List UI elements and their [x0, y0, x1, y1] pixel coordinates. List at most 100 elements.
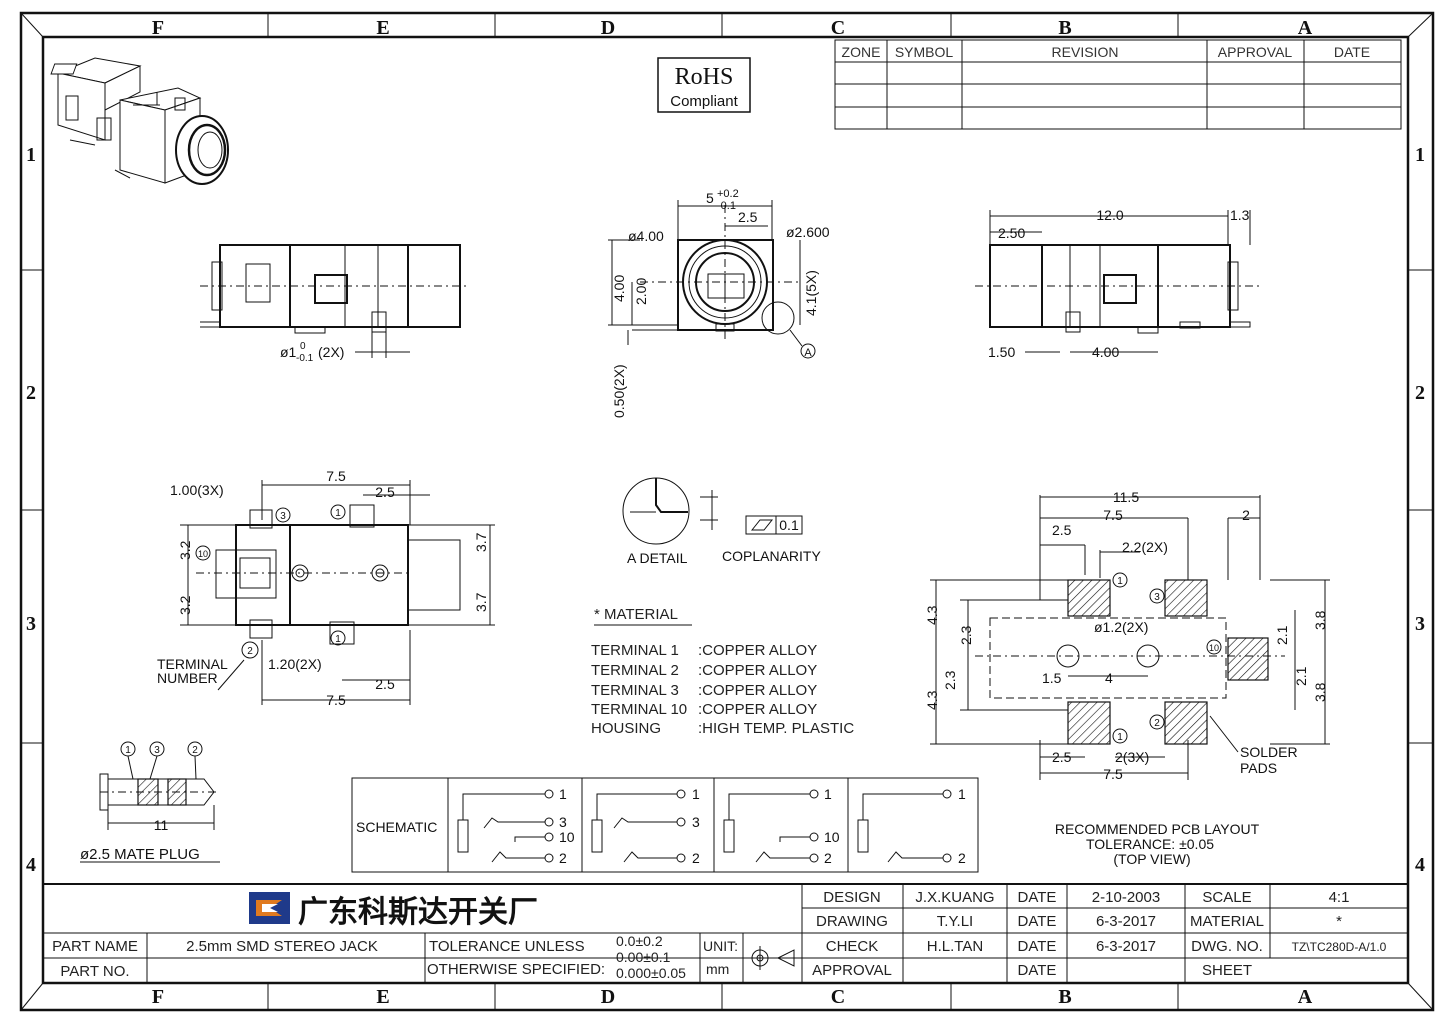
tb-datelabel-3: DATE [1018, 938, 1057, 955]
zone-bottom-b: B [1058, 986, 1071, 1008]
tb-name-2: T.Y.LI [937, 913, 973, 930]
rohs-title: RoHS [675, 64, 734, 90]
tb-key-2: MATERIAL [1190, 913, 1264, 930]
outer-border [19, 11, 1435, 1012]
side-4-00: 4.00 [1092, 344, 1119, 360]
rohs-subtitle: Compliant [670, 93, 738, 110]
sch4-2: 2 [958, 850, 966, 866]
top-1-00: 1.00(3X) [170, 482, 224, 498]
pcb-circle-1a: 1 [1117, 576, 1123, 587]
revision-table [834, 39, 1402, 130]
pcb-2-5: 2.5 [1052, 522, 1072, 538]
material-row-2-val: :COPPER ALLOY [698, 662, 817, 679]
part-no-label: PART NO. [60, 963, 129, 980]
top-2-5b: 2.5 [375, 676, 395, 692]
top-2-5a: 2.5 [375, 484, 395, 500]
pcb-3-8a: 3.8 [1312, 610, 1328, 630]
tb-datelabel-4: DATE [1018, 962, 1057, 979]
tolerance-3: 0.000±0.05 [616, 965, 686, 981]
schematic-symbols [457, 789, 952, 863]
pcb-4-3b: 4.3 [924, 690, 940, 710]
top-1-20: 1.20(2X) [268, 656, 322, 672]
top-7-5b: 7.5 [326, 692, 346, 708]
material-row-2-key: TERMINAL 2 [591, 662, 679, 679]
plug-circle-3: 3 [154, 745, 160, 756]
pcb-2-2: 2.2(2X) [1122, 539, 1168, 555]
sch4-1: 1 [958, 786, 966, 802]
side-view-right [975, 210, 1260, 353]
tolerance-2: 0.00±0.1 [616, 949, 671, 965]
zone-right-1: 1 [1415, 144, 1425, 166]
tb-date-1: 2-10-2003 [1092, 889, 1160, 906]
tv-circle-3: 3 [280, 511, 286, 522]
pcb-4: 4 [1105, 670, 1113, 686]
pcb-layout [930, 495, 1330, 780]
top-3-7b: 3.7 [473, 592, 489, 612]
side-view-left [200, 244, 470, 334]
end-dia-2600: ø2.600 [786, 224, 830, 240]
side-12: 12.0 [1096, 207, 1123, 223]
front-dia-tol-top: 0 [300, 341, 306, 352]
sch1-2: 2 [559, 850, 567, 866]
pcb-3-8b: 3.8 [1312, 682, 1328, 702]
end-5: 5 [706, 190, 714, 206]
company-name: 广东科斯达开关厂 [298, 895, 538, 929]
end-dia-4: ø4.00 [628, 228, 664, 244]
pcb-2-1b: 2.1 [1293, 666, 1309, 686]
top-7-5a: 7.5 [326, 468, 346, 484]
end-0-50: 0.50(2X) [611, 364, 627, 418]
zone-right-4: 4 [1415, 854, 1425, 876]
end-4-1: 4.1(5X) [803, 270, 819, 316]
zone-top-b: B [1058, 17, 1071, 39]
end-2-00: 2.00 [633, 278, 649, 305]
material-row-4-val: :COPPER ALLOY [698, 701, 817, 718]
pcb-7-5: 7.5 [1103, 507, 1123, 523]
pcb-2-3b: 2.3 [942, 670, 958, 690]
rev-header-zone: ZONE [842, 44, 881, 60]
zone-bottom-c: C [831, 986, 845, 1008]
isometric-jack-icon [50, 57, 229, 185]
solder-label-2: PADS [1240, 760, 1277, 776]
zone-bottom-f: F [152, 986, 164, 1008]
tolerance-label-1: TOLERANCE UNLESS [429, 938, 585, 955]
zone-top-d: D [601, 17, 615, 39]
pcb-2-3x: 2(3X) [1115, 749, 1149, 765]
end-5-tol-top: +0.2 [717, 188, 739, 200]
tv-circle-10: 10 [198, 549, 208, 559]
material-title: * MATERIAL [594, 606, 678, 623]
unit-value: mm [706, 961, 729, 977]
tb-val-3: TZ\TC280D-A/1.0 [1292, 940, 1387, 954]
sch1-3: 3 [559, 814, 567, 830]
tb-datelabel-2: DATE [1018, 913, 1057, 930]
end-5-tol-bot: -0.1 [717, 200, 736, 212]
rev-header-date: DATE [1334, 44, 1370, 60]
side-1-3: 1.3 [1230, 207, 1250, 223]
sch2-2: 2 [692, 850, 700, 866]
front-dia-tol-bot: -0.1 [296, 353, 314, 364]
sch3-10: 10 [824, 829, 840, 845]
end-a-label: A [804, 347, 812, 359]
front-dia-count: (2X) [318, 344, 344, 360]
zone-right-2: 2 [1415, 382, 1425, 404]
mate-plug-icon [80, 741, 220, 863]
top-3-2b: 3.2 [177, 595, 193, 615]
tolerance-1: 0.0±0.2 [616, 933, 663, 949]
material-row-1-val: :COPPER ALLOY [698, 642, 817, 659]
pcb-1-5: 1.5 [1042, 670, 1062, 686]
pcb-note-1: RECOMMENDED PCB LAYOUT [1055, 821, 1260, 837]
top-3-7a: 3.7 [473, 532, 489, 552]
a-detail-icon [622, 477, 803, 545]
material-row-3-key: TERMINAL 3 [591, 682, 679, 699]
schematic-label: SCHEMATIC [356, 819, 437, 835]
tolerance-label-2: OTHERWISE SPECIFIED: [427, 961, 605, 978]
zone-right-3: 3 [1415, 613, 1425, 635]
terminal-label-2: NUMBER [157, 670, 218, 686]
tb-key-3: DWG. NO. [1191, 938, 1263, 955]
sch3-1: 1 [824, 786, 832, 802]
tb-datelabel-1: DATE [1018, 889, 1057, 906]
pcb-circle-3: 3 [1154, 592, 1160, 603]
zone-bottom-a: A [1298, 986, 1313, 1008]
material-row-5-key: HOUSING [591, 720, 661, 737]
zone-left-3: 3 [26, 613, 36, 635]
tb-role-1: DESIGN [823, 889, 881, 906]
